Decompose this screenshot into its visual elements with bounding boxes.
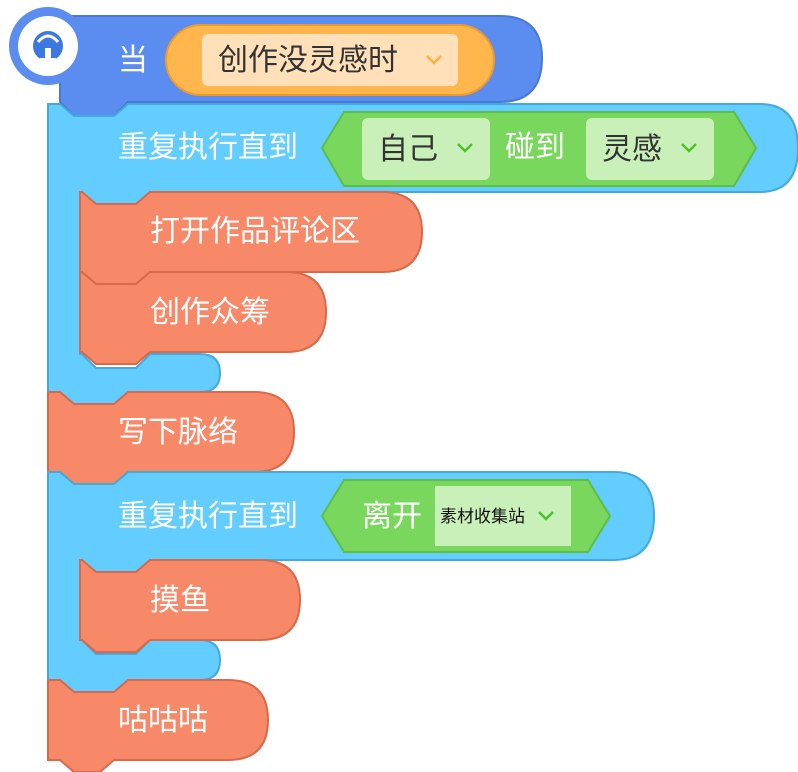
event-dropdown[interactable]: 创作没灵感时 bbox=[165, 24, 495, 96]
action-label: 咕咕咕 bbox=[118, 703, 208, 738]
event-dropdown-value: 创作没灵感时 bbox=[218, 43, 398, 78]
chevron-down-icon bbox=[457, 143, 473, 153]
loop2-label: 重复执行直到 bbox=[118, 499, 298, 534]
loop1-label: 重复执行直到 bbox=[118, 130, 298, 165]
action-block-procrastinate[interactable]: 咕咕咕 bbox=[47, 679, 270, 772]
action-block-write-outline[interactable]: 写下脉络 bbox=[47, 391, 296, 485]
hat-prefix-label: 当 bbox=[118, 43, 148, 78]
touching-verb-label: 碰到 bbox=[505, 130, 565, 165]
action-label: 打开作品评论区 bbox=[150, 214, 360, 249]
action-label: 摸鱼 bbox=[150, 583, 210, 618]
satellite-dish-icon bbox=[33, 31, 63, 61]
leave-verb-label: 离开 bbox=[362, 499, 422, 534]
sprite-dropdown[interactable]: 自己 bbox=[362, 118, 490, 180]
chevron-down-icon bbox=[681, 143, 697, 153]
chevron-down-icon bbox=[538, 511, 554, 521]
repeat-until-block-1[interactable]: 重复执行直到 自己 碰到 灵感 bbox=[47, 103, 798, 405]
location-dropdown[interactable]: 素材收集站 bbox=[435, 486, 571, 546]
touching-condition[interactable]: 自己 碰到 灵感 bbox=[320, 111, 758, 187]
action-label: 创作众筹 bbox=[150, 295, 270, 330]
action-label: 写下脉络 bbox=[118, 415, 238, 450]
action-block-slack-off[interactable]: 摸鱼 bbox=[79, 559, 302, 653]
action-block-open-comments[interactable]: 打开作品评论区 bbox=[79, 191, 424, 285]
target-dropdown-value: 灵感 bbox=[602, 132, 662, 167]
repeat-until-block-2[interactable]: 重复执行直到 离开 素材收集站 bbox=[47, 471, 656, 693]
leave-condition[interactable]: 离开 素材收集站 bbox=[320, 479, 612, 553]
target-dropdown[interactable]: 灵感 bbox=[586, 118, 714, 180]
location-dropdown-value: 素材收集站 bbox=[440, 507, 525, 527]
chevron-down-icon bbox=[426, 55, 442, 65]
sprite-dropdown-value: 自己 bbox=[378, 132, 438, 167]
event-hat-block[interactable]: 当 创作没灵感时 bbox=[9, 7, 544, 117]
action-block-crowdfunding[interactable]: 创作众筹 bbox=[79, 271, 328, 365]
